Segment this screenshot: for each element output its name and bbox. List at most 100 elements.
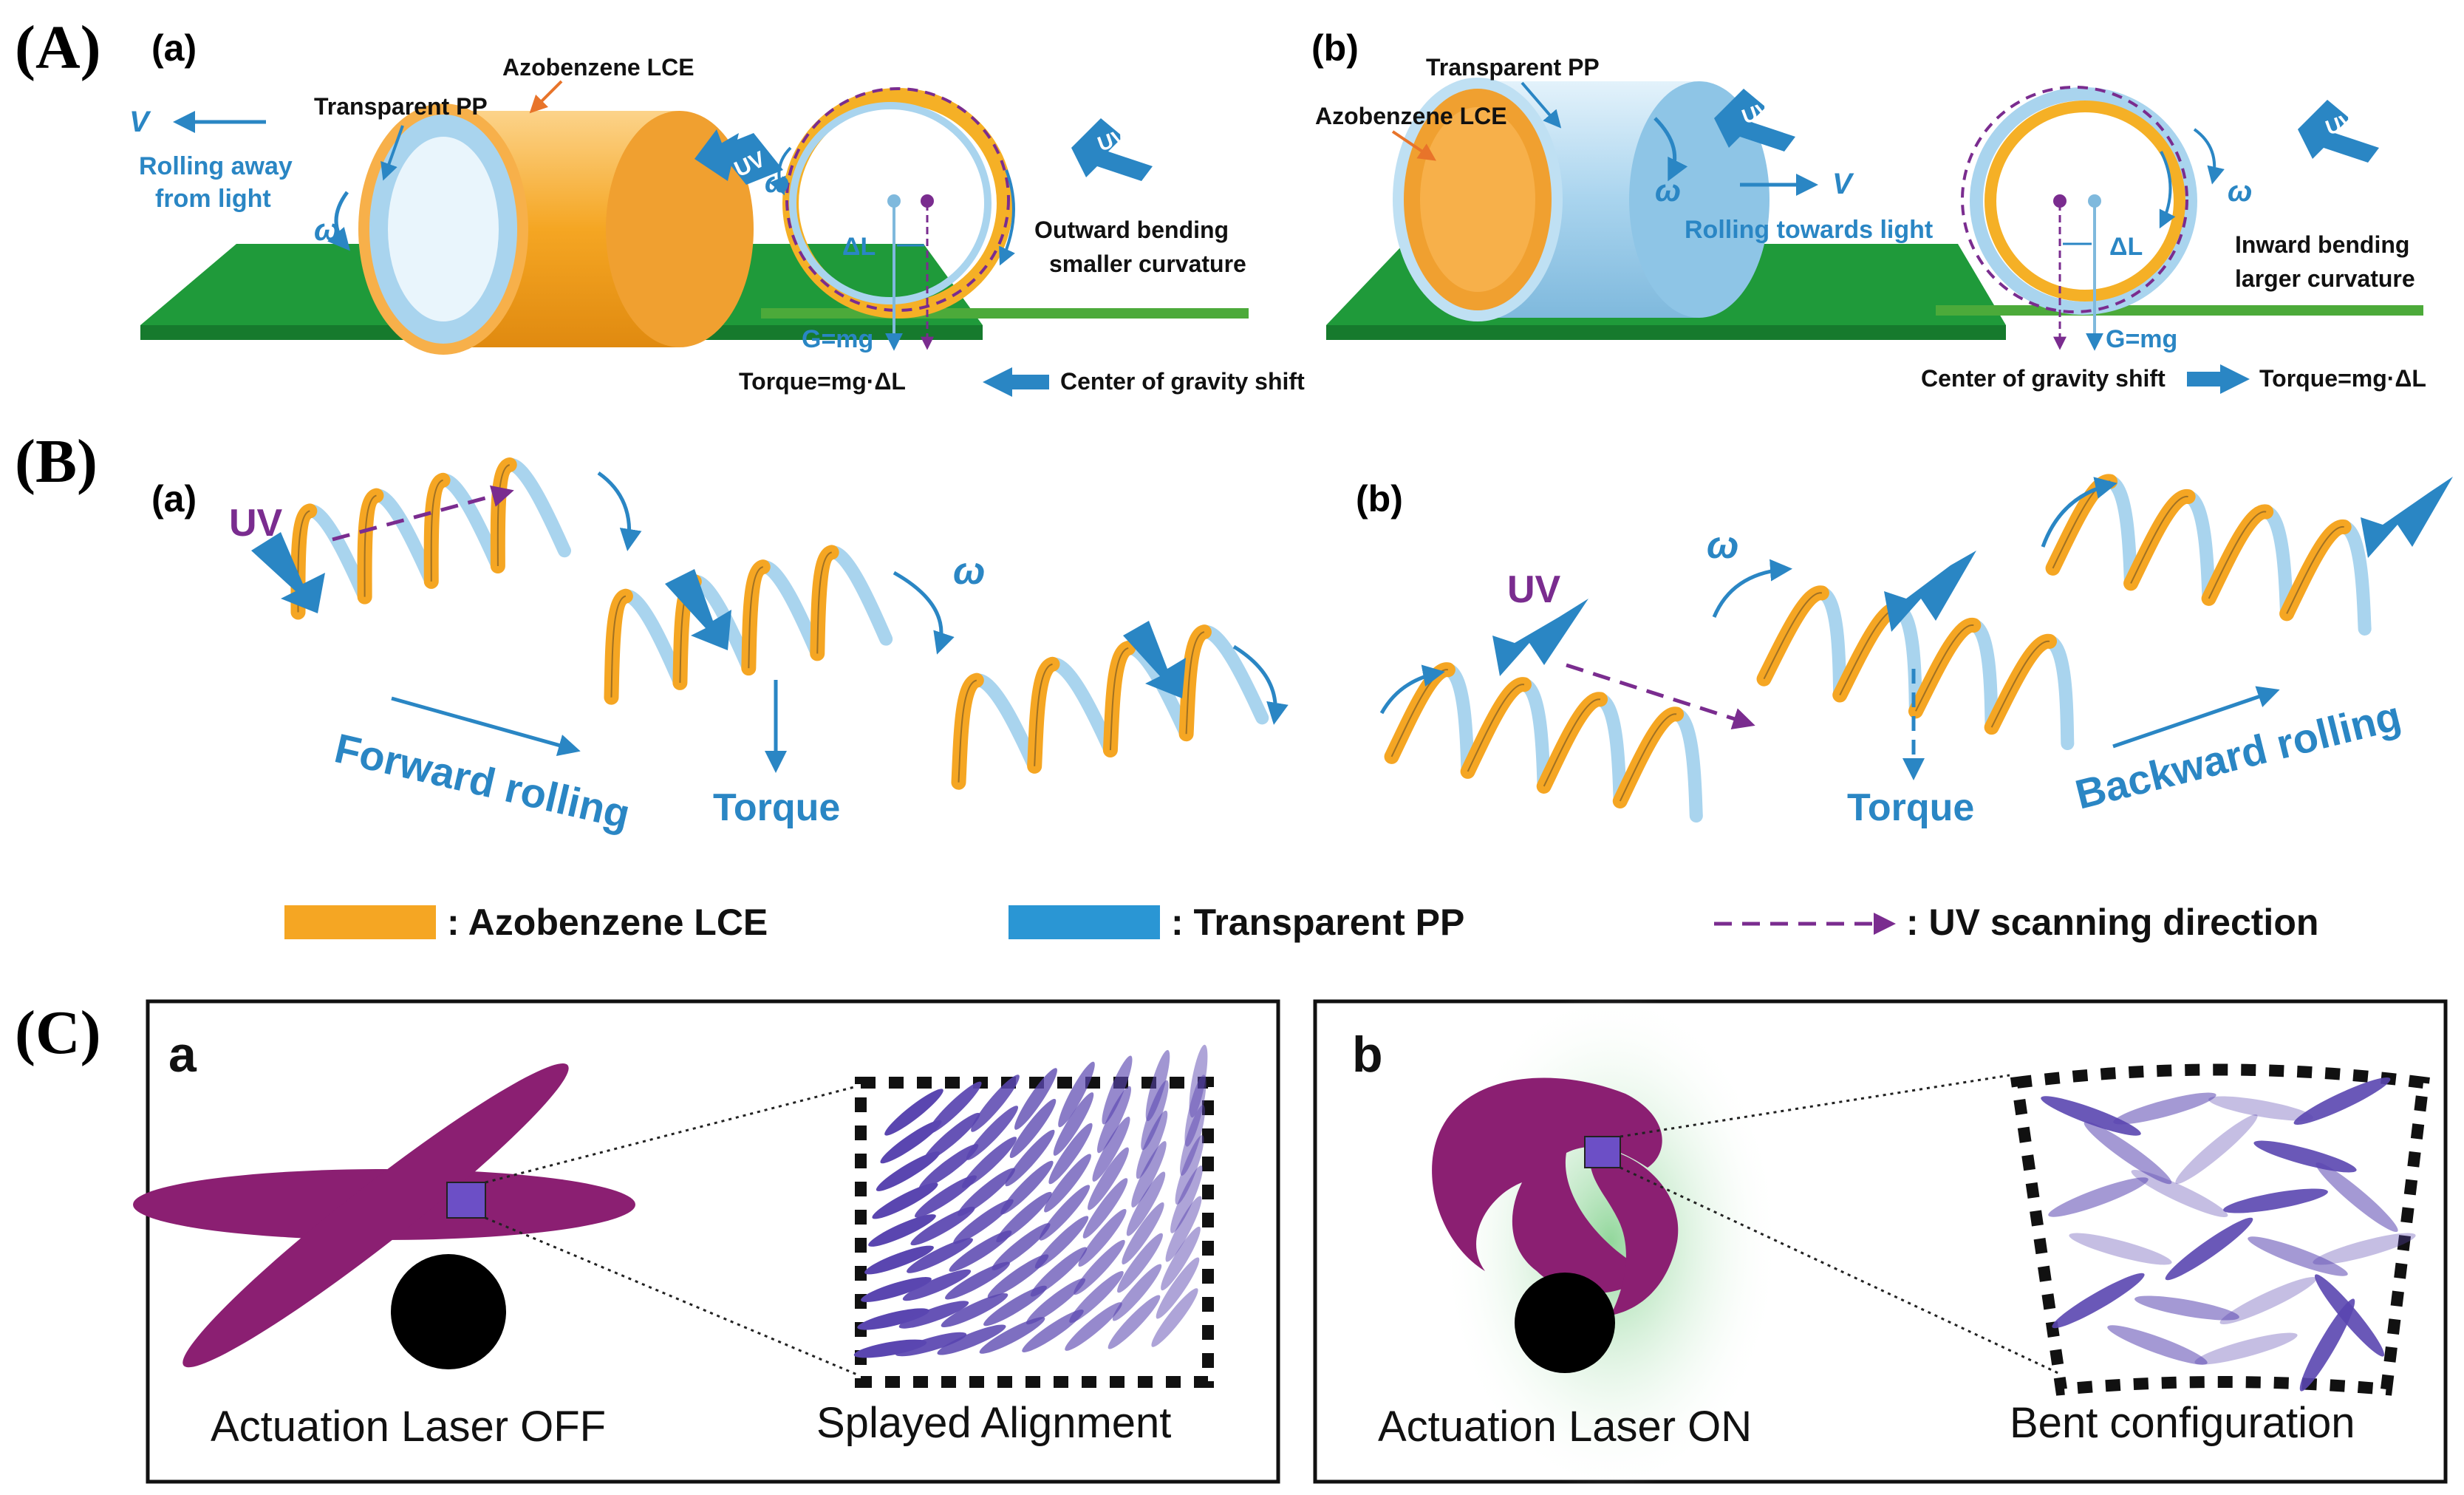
azo-label-a: Azobenzene LCE (502, 54, 695, 81)
omega-arrow-a (327, 191, 350, 251)
helix-front-1-0 (604, 588, 633, 705)
rolling-arrow-Ba (391, 696, 581, 756)
helix-edge-1-2 (748, 566, 764, 669)
mesogen-a-4 (1022, 1310, 1084, 1352)
helix-back-2-0 (969, 673, 1042, 773)
mesogen-a-12 (1025, 1278, 1086, 1325)
helix-front-5-3 (2279, 520, 2352, 622)
helix-2 (951, 624, 1269, 790)
azo-pointer-b (1391, 130, 1436, 161)
mesogen-a-1 (895, 1332, 967, 1357)
rotation-arrow-Ba2 (893, 571, 955, 655)
panel-A-label: (A) (15, 13, 101, 82)
helix-back-2-1 (1045, 657, 1117, 757)
helix-edge-4-0 (1763, 592, 1823, 680)
helix-back-1-3 (825, 545, 893, 646)
mesogen-a-46 (1131, 1141, 1167, 1208)
mesogen-a-20 (1030, 1247, 1088, 1297)
mesogen-b-1 (2113, 1092, 2216, 1125)
bending-label-b1: Inward bending (2235, 231, 2409, 258)
helix-front-3-2 (1536, 692, 1608, 794)
mesogen-a-22 (1117, 1233, 1163, 1293)
helix-front-4-3 (1984, 633, 2058, 735)
mesogen-b-11 (2069, 1233, 2172, 1265)
mesogen-a-61 (1096, 1086, 1132, 1154)
dashed-outline-b (1961, 86, 2188, 313)
rotation-arrow-Ba3 (1232, 644, 1289, 725)
mesogen-a-18 (945, 1261, 1010, 1300)
center-lce-a (921, 194, 934, 208)
splayed-mesogens (853, 1044, 1208, 1358)
helix-front-1-3 (810, 545, 839, 661)
helix-edge-1-3 (816, 551, 833, 654)
legend-swatch-pp (1009, 905, 1160, 939)
helix-5 (2045, 474, 2372, 636)
caption-Ca-2: Splayed Alignment (816, 1399, 1171, 1447)
mesogen-a-67 (1014, 1068, 1057, 1130)
zoom-line-a1 (485, 1085, 858, 1184)
helix-front-1-2 (741, 559, 771, 676)
caption-Ca-1: Actuation Laser OFF (211, 1403, 606, 1451)
mesogen-b-3 (2293, 1077, 2391, 1125)
mesogen-b-0 (2041, 1096, 2141, 1136)
legend-azo: : Azobenzene LCE (447, 902, 768, 943)
zoom-region-a (446, 1182, 486, 1219)
helix-edge-3-1 (1467, 684, 1525, 772)
mesogen-a-45 (1088, 1147, 1129, 1210)
helix-4 (1756, 585, 2075, 751)
mesogen-b-15 (2052, 1273, 2145, 1329)
uv-arrow-b1 (1714, 89, 1795, 151)
mesogen-a-35 (996, 1191, 1052, 1243)
pp-ring-b (1970, 87, 2197, 315)
crossed-film (133, 1063, 635, 1368)
helix-front-0-2 (423, 472, 451, 589)
mesogen-a-16 (861, 1277, 932, 1302)
mesogen-b-4 (2084, 1121, 2172, 1185)
zoom-region-b (1584, 1136, 1621, 1168)
mesogen-a-57 (923, 1112, 980, 1162)
mesogen-a-13 (1069, 1270, 1124, 1324)
helix-front-5-0 (2045, 474, 2118, 576)
panel-Bb-label: (b) (1356, 478, 1403, 520)
helix-front-3-1 (1460, 677, 1532, 779)
azo-pointer-a (529, 80, 563, 114)
omega-cross-arrow-a (769, 146, 792, 196)
mesogen-b-10 (2315, 1162, 2398, 1233)
mesogen-a-68 (1058, 1061, 1095, 1128)
mesogen-a-56 (880, 1120, 942, 1164)
mesogen-a-30 (1122, 1202, 1164, 1264)
g-label-b: G=mg (2106, 325, 2177, 353)
pp-ring-a (789, 102, 992, 304)
pp-label-a: Transparent PP (314, 93, 488, 120)
rolling-label-Ba: Forward rolling (330, 724, 634, 837)
helix-edge-4-3 (1990, 640, 2050, 728)
dl-label-a: ΔL (842, 233, 876, 261)
helix-edge-4-2 (1915, 624, 1974, 712)
mesogen-a-28 (1034, 1216, 1089, 1269)
helix-edge-2-0 (958, 679, 977, 783)
mesogen-a-5 (1065, 1302, 1122, 1351)
mesogen-a-51 (1005, 1129, 1055, 1187)
mesogen-a-54 (1136, 1110, 1168, 1179)
helix-back-1-2 (756, 560, 825, 661)
mesogen-a-39 (1170, 1165, 1203, 1233)
mesogen-a-41 (915, 1175, 977, 1218)
helix-edge-0-2 (430, 479, 444, 582)
legend-pp: : Transparent PP (1171, 902, 1464, 943)
omega-arrow-b (1654, 117, 1688, 182)
mesogen-a-34 (953, 1199, 1014, 1244)
helix-front-2-0 (951, 672, 984, 790)
caption-Cb-2: Bent configuration (2010, 1399, 2355, 1447)
helix-back-0-1 (369, 488, 438, 588)
rolling-arrow-Bb (2112, 686, 2280, 749)
velocity-label-a: V (129, 106, 151, 138)
bend-arrow-b (2159, 151, 2176, 229)
pp-label-b: Transparent PP (1426, 54, 1600, 81)
mesogen-a-10 (941, 1293, 1009, 1328)
uv-scan-arrow-Bb (1566, 663, 1755, 729)
helix-edge-3-3 (1619, 713, 1677, 802)
mesogen-a-47 (1175, 1135, 1204, 1205)
omega-cross-arrow-b (2193, 128, 2225, 185)
velocity-label-b: V (1832, 168, 1854, 200)
